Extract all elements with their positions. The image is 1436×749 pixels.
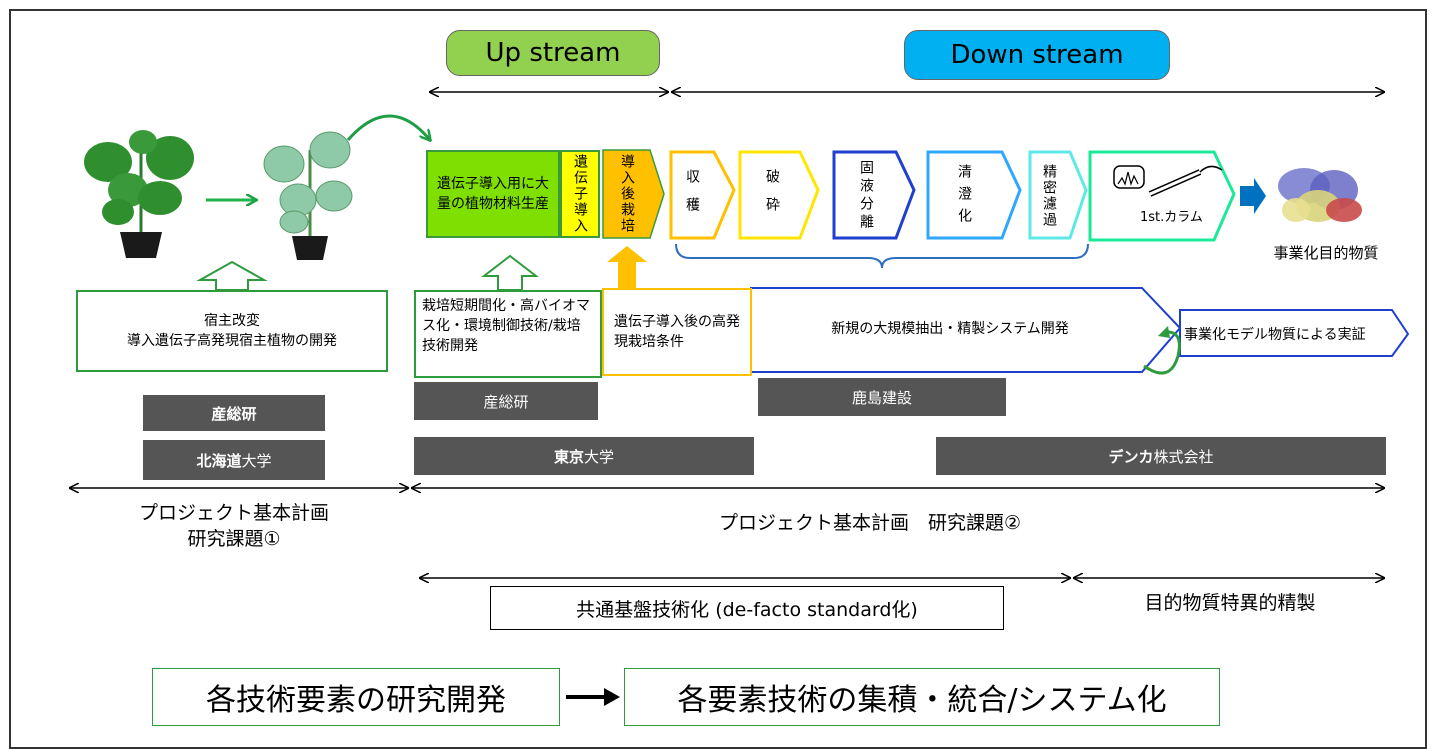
step-separation-label: 固液分離 <box>858 160 874 232</box>
org-denka-rest: 株式会社 <box>1153 447 1214 466</box>
footer-left-box: 各技術要素の研究開発 <box>152 668 560 726</box>
column-chevron <box>1088 150 1236 242</box>
transfer-curve-arrow <box>346 114 430 140</box>
plant-icon-modified <box>263 131 353 260</box>
crush-chevron <box>738 150 820 240</box>
org-hokkaido-rest: 大学 <box>241 451 272 470</box>
clarification-chevron <box>926 150 1022 240</box>
downstream-bracket <box>675 243 1089 269</box>
org-denka-bold: デンカ <box>1108 447 1154 466</box>
plan1-caption: プロジェクト基本計画 研究課題① <box>84 500 384 552</box>
column-label: 1st.カラム <box>1140 210 1203 225</box>
cultivation-hollow-arrow <box>481 254 539 291</box>
upstream-label: Up stream <box>446 30 660 76</box>
demo-label: 事業化モデル物質による実証 <box>1184 327 1366 343</box>
expression-conditions-box: 遺伝子導入後の高発現栽培条件 <box>602 288 752 376</box>
footer-arrow <box>566 688 620 706</box>
step-harvest-label: 収穫 <box>684 169 700 225</box>
plan2-caption: プロジェクト基本計画 研究課題② <box>718 512 1022 534</box>
host-modification-label: 宿主改変 導入遺伝子高発現宿主植物の開発 <box>127 313 337 349</box>
org-tokyo-bold: 東京 <box>553 447 584 466</box>
protein-structure-icon <box>1278 168 1362 222</box>
org-hokkaido-bold: 北海道 <box>196 451 242 470</box>
step-crush-label: 破砕 <box>764 169 780 225</box>
downstream-label: Down stream <box>904 30 1170 80</box>
step-filtration-label: 精密濾過 <box>1041 164 1057 228</box>
product-arrow <box>1240 178 1266 214</box>
filtration-chevron <box>1028 150 1088 240</box>
footer-right-box: 各要素技術の集積・統合/システム化 <box>624 668 1220 726</box>
cultivation-tech-label: 栽培短期間化・高バイオマス化・環境制御技術/栽培技術開発 <box>422 298 590 354</box>
material-production-box: 遺伝子導入用に大量の植物材料生産 <box>426 150 560 238</box>
org-hokkaido: 北海道大学 <box>143 440 325 480</box>
org-aist-mid: 産総研 <box>414 382 598 420</box>
plan1-line2: 研究課題① <box>187 528 281 550</box>
org-kajima: 鹿島建設 <box>758 378 1006 416</box>
org-tokyo-rest: 大学 <box>584 447 615 466</box>
cultivation-label: 導入後栽培 <box>619 154 635 234</box>
plan1-line1: プロジェクト基本計画 <box>138 502 329 524</box>
extraction-label: 新規の大規模抽出・精製システム開発 <box>831 321 1069 337</box>
expression-conditions-label: 遺伝子導入後の高発現栽培条件 <box>614 314 740 350</box>
specific-purification-label: 目的物質特異的精製 <box>1144 592 1316 614</box>
harvest-chevron <box>669 150 736 240</box>
gene-transfer-label: 遺伝子導入 <box>572 154 588 234</box>
host-modification-box: 宿主改変 導入遺伝子高発現宿主植物の開発 <box>76 290 388 372</box>
org-denka: デンカ株式会社 <box>936 437 1386 475</box>
org-tokyo: 東京大学 <box>414 437 754 475</box>
material-production-label: 遺伝子導入用に大量の植物材料生産 <box>437 176 549 212</box>
separation-chevron <box>832 150 916 240</box>
step-clarification-label: 清澄化 <box>956 164 972 230</box>
feedback-curve <box>1143 330 1181 375</box>
footer-left-label: 各技術要素の研究開発 <box>206 683 506 718</box>
cultivation-tech-box: 栽培短期間化・高バイオマス化・環境制御技術/栽培技術開発 <box>414 290 602 378</box>
plant-icon-large <box>84 130 194 258</box>
expression-up-arrow <box>607 246 647 288</box>
gene-transfer-box: 遺伝子導入 <box>560 150 600 238</box>
org-aist-left: 産総研 <box>143 395 325 431</box>
common-standard-label: 共通基盤技術化 (de-facto standard化) <box>576 598 918 621</box>
footer-right-label: 各要素技術の集積・統合/システム化 <box>677 683 1167 718</box>
chromatography-icon <box>1113 165 1223 197</box>
product-label: 事業化目的物質 <box>1273 244 1379 262</box>
common-standard-box: 共通基盤技術化 (de-facto standard化) <box>490 586 1004 630</box>
